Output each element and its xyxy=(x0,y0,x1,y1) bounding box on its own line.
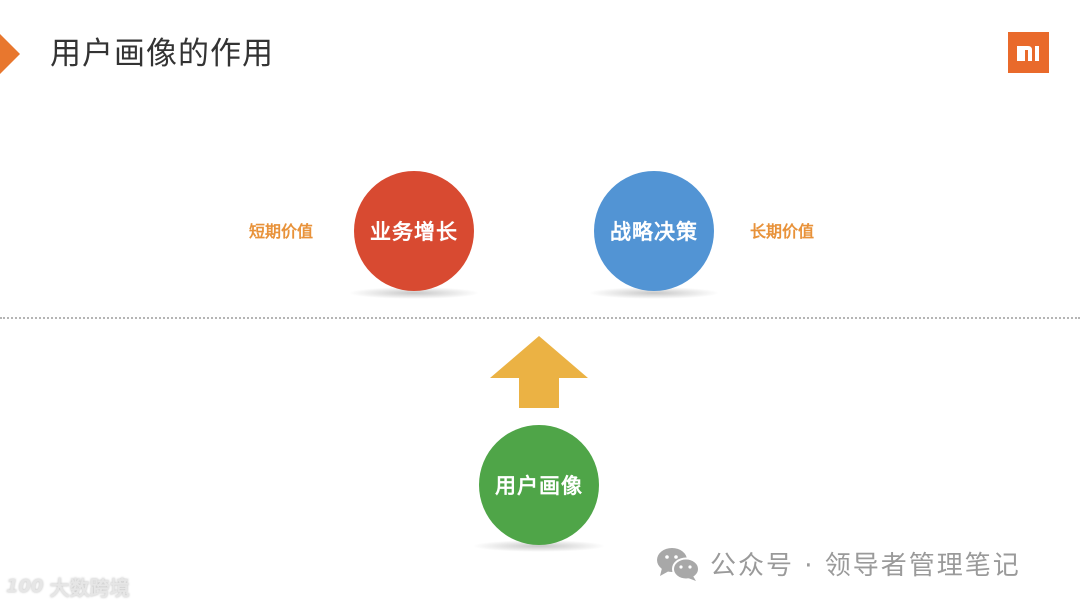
mi-glyph-icon xyxy=(1016,45,1039,61)
circle-shadow xyxy=(348,287,480,299)
corner-watermark-text: 大数跨境 xyxy=(49,576,130,600)
corner-watermark: 100 大数跨境 xyxy=(6,572,130,601)
wechat-watermark: 公众号 · 领导者管理笔记 xyxy=(656,545,1021,582)
circle-shadow xyxy=(588,287,720,299)
dotted-divider xyxy=(0,317,1080,319)
title-accent-marker xyxy=(0,34,20,74)
wechat-icon xyxy=(657,547,700,581)
circle-shadow xyxy=(472,540,606,552)
xiaomi-logo-icon xyxy=(1008,32,1049,73)
business-growth-label: 业务增长 xyxy=(370,220,458,244)
wechat-watermark-text: 公众号 · 领导者管理笔记 xyxy=(710,551,1021,581)
short-term-value-label: 短期价值 xyxy=(249,222,314,241)
strategic-decision-label: 战略决策 xyxy=(610,220,698,244)
page-title: 用户画像的作用 xyxy=(50,36,274,72)
up-arrow-icon xyxy=(490,336,588,408)
business-growth-circle: 业务增长 xyxy=(354,171,474,291)
user-persona-circle: 用户画像 xyxy=(479,425,599,545)
long-term-value-label: 长期价值 xyxy=(750,222,815,241)
corner-watermark-logo: 100 xyxy=(6,576,44,597)
strategic-decision-circle: 战略决策 xyxy=(594,171,714,291)
user-persona-label: 用户画像 xyxy=(495,474,583,498)
